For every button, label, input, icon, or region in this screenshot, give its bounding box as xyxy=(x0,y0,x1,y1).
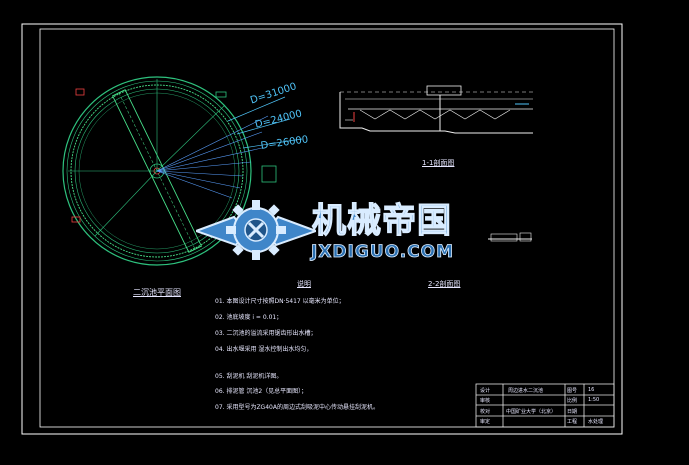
note-line: 04. 出水堰采用 湿水控制出水均匀， xyxy=(215,346,313,353)
note-line: 05. 刮泥机 刮泥机详图。 xyxy=(215,373,283,380)
title-block-cell: 工程 xyxy=(567,419,578,425)
title-block-cell: 比例 xyxy=(567,398,578,404)
section-2-2-view xyxy=(488,232,532,242)
note-line: 06. 排泥管 沉池2（见总平面图）； xyxy=(215,388,308,395)
title-block-cell: 校对 xyxy=(480,409,491,415)
title-block-cell: 周边进水二沉池 xyxy=(508,388,544,394)
watermark-gear-logo xyxy=(196,200,316,260)
title-block-cell: 1:50 xyxy=(588,397,600,403)
title-block-cell: 图号 xyxy=(567,388,578,394)
watermark-brand: 机械帝国 xyxy=(311,201,452,241)
note-line: 02. 池底坡度 i = 0.01； xyxy=(215,314,283,321)
title-block-cell: 日期 xyxy=(567,409,578,415)
section-2-2-title: 2-2剖面图 xyxy=(428,280,461,288)
notes-title: 说明 xyxy=(297,280,311,288)
clarifier-plan-view xyxy=(62,76,303,266)
title-block-cell: 水处理 xyxy=(588,419,604,425)
section-1-1-title: 1-1剖面图 xyxy=(422,159,455,167)
title-block-cell: 16 xyxy=(588,387,595,393)
note-line: 01. 本图设计尺寸按照DN·5417 以毫米为单位； xyxy=(215,298,345,305)
watermark-url: JXDIGUO.COM xyxy=(311,242,455,263)
outer-frame xyxy=(21,23,623,435)
title-block-cell: 审核 xyxy=(480,398,491,404)
section-1-1-view xyxy=(339,85,533,134)
title-block-cell: 设计 xyxy=(480,388,491,394)
inner-frame xyxy=(39,28,615,428)
title-block-grid xyxy=(475,383,615,428)
title-block-cell: 审定 xyxy=(480,419,491,425)
plan-view-title: 二沉池平面图 xyxy=(133,288,181,297)
note-line: 03. 二沉池的溢流采用锯齿形出水槽； xyxy=(215,330,317,337)
note-line: 07. 采用型号为ZG40A的周边式刮吸泥中心传动悬挂刮泥机。 xyxy=(215,404,379,411)
title-block-cell: 中国矿业大学（北京） xyxy=(506,409,557,415)
